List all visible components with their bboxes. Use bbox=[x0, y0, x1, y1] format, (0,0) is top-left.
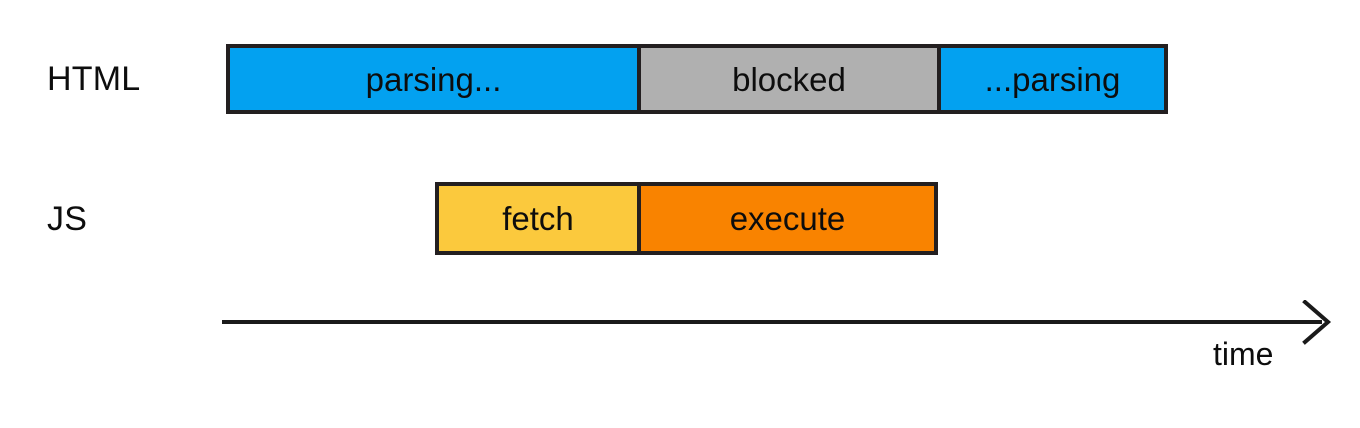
html-segment-parsing-start: parsing... bbox=[230, 48, 637, 110]
js-segment-fetch: fetch bbox=[439, 186, 637, 251]
html-segment-blocked: blocked bbox=[637, 48, 937, 110]
time-axis-arrow-icon bbox=[222, 300, 1332, 345]
time-axis-label: time bbox=[1213, 336, 1274, 372]
js-timeline-bar: fetch execute bbox=[435, 182, 938, 255]
html-timeline-bar: parsing... blocked ...parsing bbox=[226, 44, 1168, 114]
row-label-js: JS bbox=[47, 200, 88, 238]
row-label-html: HTML bbox=[47, 60, 141, 98]
html-segment-parsing-resume: ...parsing bbox=[937, 48, 1164, 110]
js-segment-execute: execute bbox=[637, 186, 934, 251]
